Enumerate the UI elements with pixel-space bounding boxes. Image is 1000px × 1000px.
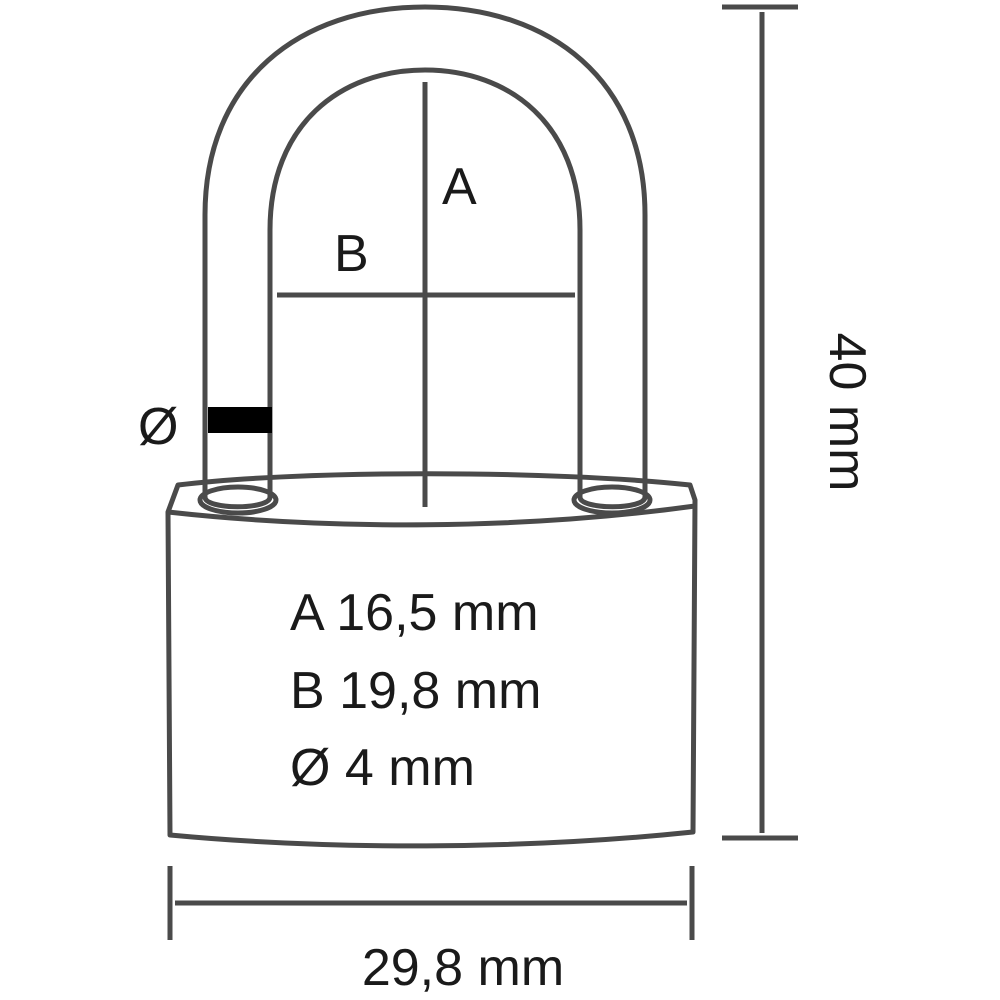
lock-body-outline bbox=[165, 471, 698, 849]
shackle bbox=[202, 4, 648, 497]
spec-diameter: Ø 4 mm bbox=[290, 739, 475, 797]
spec-b: B 19,8 mm bbox=[290, 662, 541, 720]
label-b: B bbox=[334, 225, 369, 283]
height-label: 40 mm bbox=[818, 333, 876, 492]
diameter-marker bbox=[208, 407, 272, 433]
width-dimension bbox=[167, 866, 695, 940]
label-a: A bbox=[442, 158, 477, 216]
shackle-outer bbox=[202, 4, 648, 497]
shackle-inner bbox=[267, 67, 583, 497]
label-diameter: Ø bbox=[138, 398, 178, 456]
height-dimension bbox=[722, 4, 798, 841]
width-label: 29,8 mm bbox=[362, 939, 564, 997]
spec-list: A 16,5 mm B 19,8 mm Ø 4 mm bbox=[290, 584, 541, 797]
spec-a: A 16,5 mm bbox=[290, 584, 539, 642]
